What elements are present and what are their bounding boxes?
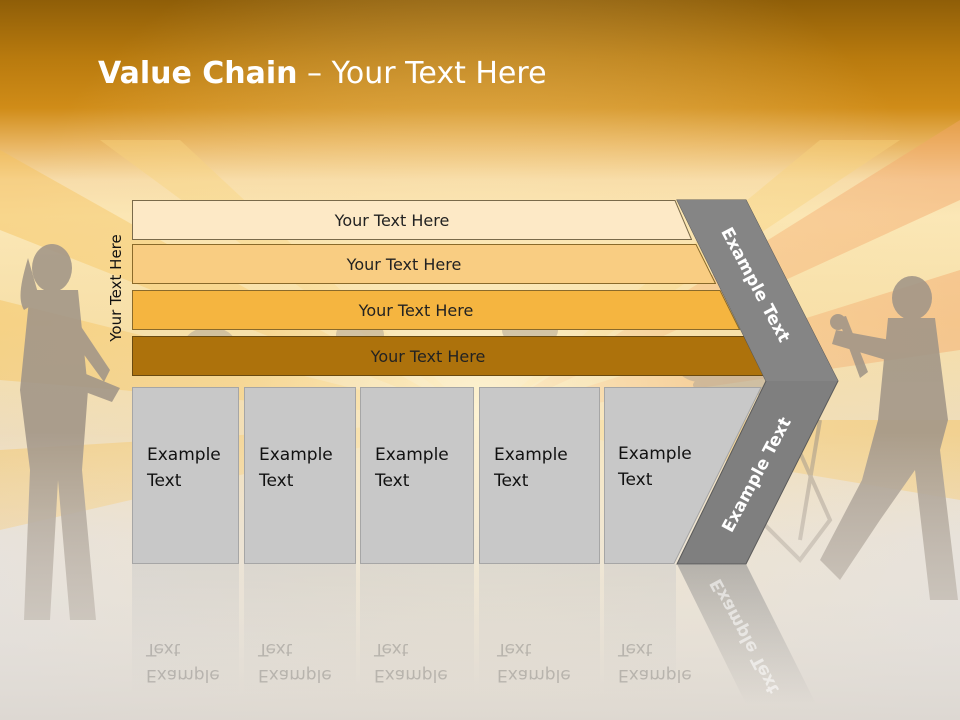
- example-box-text: Example Text: [147, 445, 221, 491]
- example-box-2: Example Text: [244, 387, 356, 564]
- page-title: Value Chain – Your Text Here: [98, 54, 547, 94]
- title-bold: Value Chain: [98, 56, 298, 91]
- value-chain-bar-4: Your Text Here: [132, 336, 764, 376]
- example-box-text: Example Text: [375, 445, 449, 491]
- example-box-3: Example Text: [360, 387, 474, 564]
- example-box-text: Example Text: [259, 445, 333, 491]
- side-label-vertical: Your Text Here: [107, 234, 125, 342]
- title-subtext: – Your Text Here: [297, 56, 547, 91]
- example-box-4: Example Text: [479, 387, 600, 564]
- example-box-5: Example Text: [604, 387, 704, 564]
- example-box-text: Example Text: [494, 445, 568, 491]
- value-chain-bar-3: Your Text Here: [132, 290, 740, 330]
- example-box-text: Example Text: [618, 444, 692, 490]
- bar-label: Your Text Here: [334, 210, 450, 230]
- value-chain-bar-1: Your Text Here: [132, 200, 692, 240]
- bar-label: Your Text Here: [358, 300, 474, 320]
- bar-label: Your Text Here: [370, 346, 486, 366]
- bar-label: Your Text Here: [346, 254, 462, 274]
- example-box-1: Example Text: [132, 387, 239, 564]
- value-chain-bar-2: Your Text Here: [132, 244, 716, 284]
